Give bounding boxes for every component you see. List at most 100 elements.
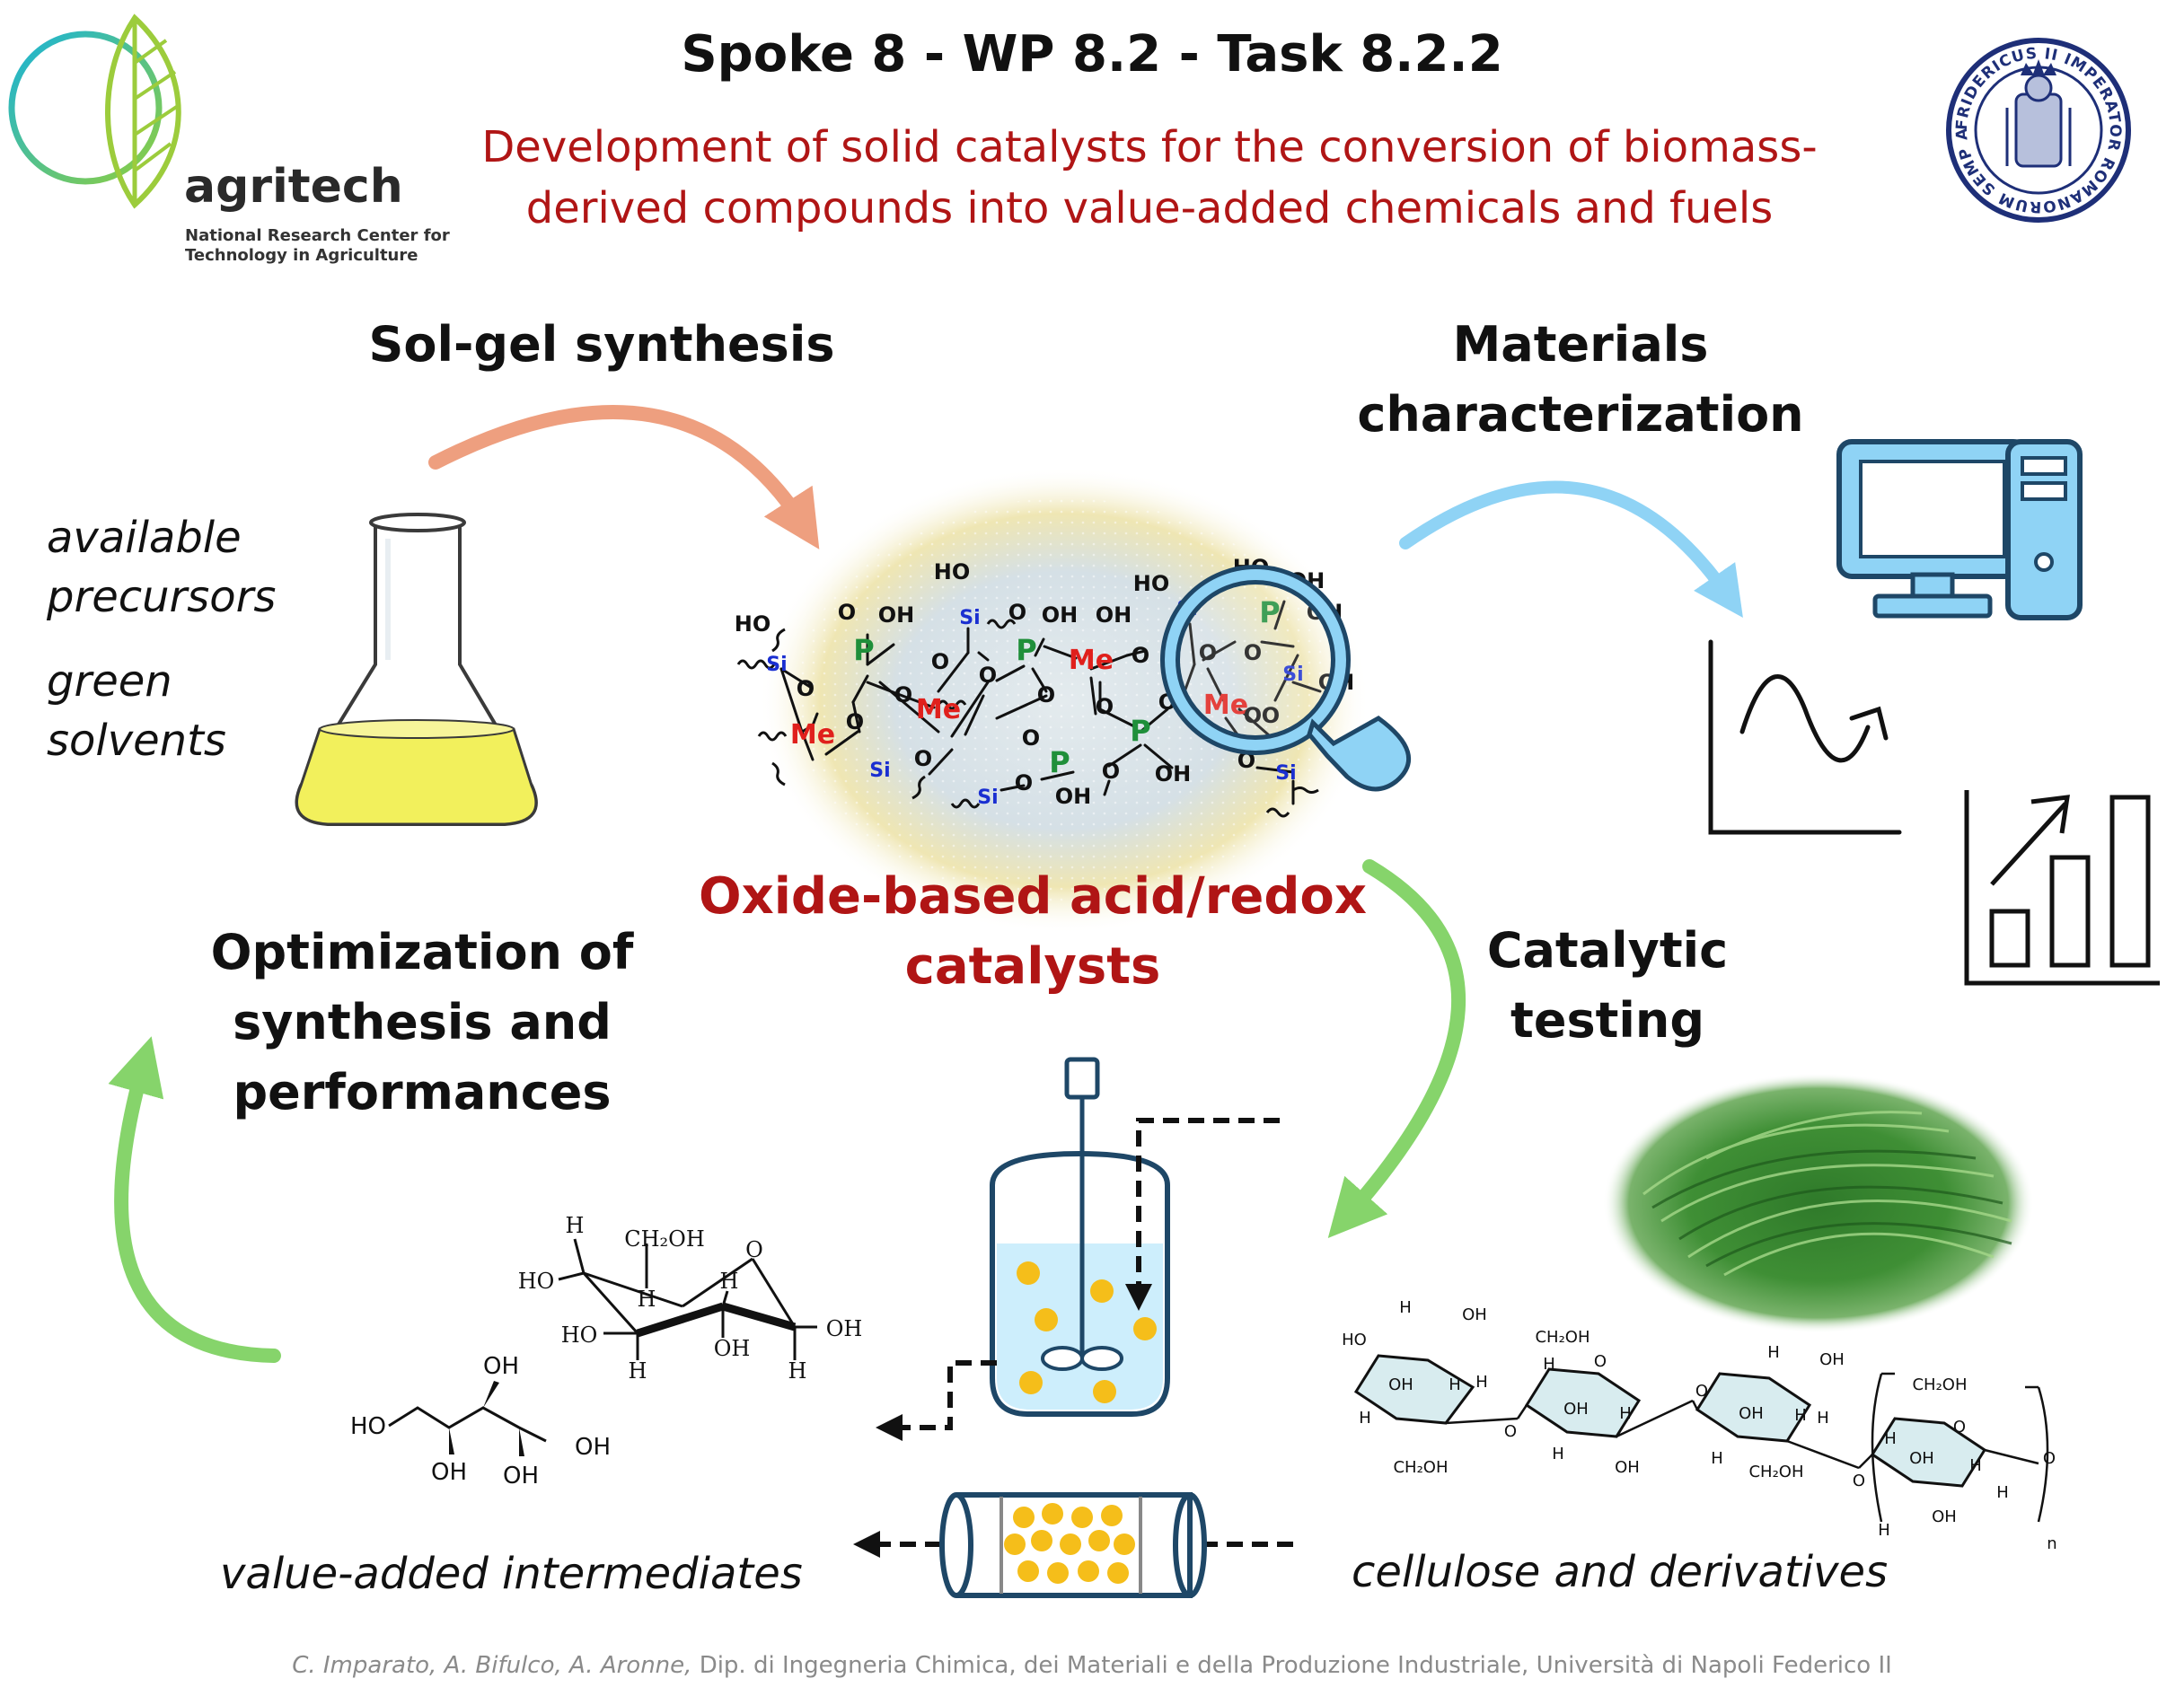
flow-reactor-icon <box>939 1492 1207 1598</box>
page-title: Spoke 8 - WP 8.2 - Task 8.2.2 <box>681 25 1503 83</box>
computer-icon <box>1836 439 2083 620</box>
svg-text:Si: Si <box>977 786 998 809</box>
flask-icon <box>295 513 538 826</box>
svg-text:P: P <box>853 633 874 667</box>
inputs-line-2: precursors <box>47 572 277 622</box>
svg-text:HO: HO <box>518 1269 555 1294</box>
catalytic-line-1: Catalytic <box>1486 922 1729 979</box>
stage-optimization-label: Optimization of synthesis and performanc… <box>175 918 669 1128</box>
characterization-line-1: Materials <box>1452 316 1709 373</box>
precursors-note: available precursors green solvents <box>47 508 316 770</box>
logo-desc-line-1: National Research Center for <box>185 226 450 245</box>
catalyst-title-line-2: catalysts <box>904 937 1161 996</box>
svg-text:H: H <box>566 1213 585 1238</box>
svg-text:CH₂OH: CH₂OH <box>1393 1458 1448 1477</box>
stage-catalytic-label: Catalytic testing <box>1428 916 1787 1056</box>
svg-text:H: H <box>1552 1445 1564 1463</box>
magnifier-icon <box>1160 565 1412 792</box>
svg-text:OH: OH <box>431 1459 467 1486</box>
svg-text:n: n <box>2047 1534 2056 1553</box>
svg-text:CH₂OH: CH₂OH <box>1748 1463 1803 1481</box>
polyol-structure: HO OH OH OH OH <box>350 1353 611 1489</box>
svg-text:O: O <box>745 1237 763 1262</box>
arrow-solgel <box>428 405 820 549</box>
optimization-line-2: synthesis and <box>233 994 612 1050</box>
line-chart-icon <box>1708 639 1902 835</box>
oxide-network-atoms: HO Si O Me O OH P O O Si O Me HO Si O O … <box>735 555 1355 809</box>
svg-text:OH: OH <box>1462 1305 1487 1324</box>
footer-affiliation: Dip. di Ingegneria Chimica, dei Material… <box>699 1652 1892 1679</box>
svg-text:H: H <box>1711 1449 1723 1468</box>
optimization-line-1: Optimization of <box>210 924 634 980</box>
svg-text:O: O <box>1262 703 1280 728</box>
svg-text:H: H <box>788 1358 807 1384</box>
svg-text:H: H <box>1884 1429 1897 1448</box>
svg-text:O: O <box>1037 682 1055 707</box>
arrow-characterization <box>1399 480 1743 619</box>
svg-text:Si: Si <box>1275 762 1296 785</box>
subtitle-line-2: derived compounds into value-added chemi… <box>525 183 1774 233</box>
inputs-line-3: green <box>47 656 172 707</box>
svg-text:O: O <box>1132 643 1149 668</box>
svg-text:HO: HO <box>1342 1331 1367 1349</box>
svg-text:OH: OH <box>1055 784 1092 809</box>
svg-text:HO: HO <box>561 1323 598 1348</box>
characterization-line-2: characterization <box>1357 386 1804 443</box>
svg-text:OH: OH <box>483 1353 519 1380</box>
svg-text:HO: HO <box>735 611 771 637</box>
glucose-structure: H CH₂OH O HO H H HO OH OH H H <box>518 1213 863 1384</box>
svg-text:O: O <box>914 746 932 771</box>
arrow-catalytic <box>1327 859 1466 1238</box>
svg-text:OH: OH <box>1739 1404 1764 1423</box>
svg-text:Me: Me <box>1203 690 1248 721</box>
svg-text:Me: Me <box>790 719 835 751</box>
svg-text:Me: Me <box>1069 645 1114 676</box>
cellulose-structure: HO H OH OH H H CH₂OH H O CH₂OH H O OH H … <box>1342 1298 2057 1553</box>
svg-text:O: O <box>894 682 912 707</box>
svg-text:Si: Si <box>766 654 787 676</box>
svg-text:OH: OH <box>503 1463 539 1489</box>
svg-text:O: O <box>1244 703 1262 728</box>
svg-text:P: P <box>1016 633 1036 667</box>
svg-text:HO: HO <box>934 559 971 584</box>
batch-reactor-icon <box>990 1057 1170 1417</box>
optimization-line-3: performances <box>233 1064 612 1120</box>
catalyst-title: Oxide-based acid/redox catalysts <box>665 862 1401 1002</box>
svg-text:OH: OH <box>1563 1400 1589 1419</box>
svg-text:OH: OH <box>1909 1449 1934 1468</box>
svg-text:O: O <box>1015 770 1033 795</box>
svg-text:O: O <box>1022 725 1040 751</box>
inputs-line-4: solvents <box>47 716 226 766</box>
svg-text:O: O <box>846 709 864 734</box>
svg-text:H: H <box>638 1287 656 1312</box>
svg-text:O: O <box>1853 1472 1865 1490</box>
svg-text:Me: Me <box>916 694 961 725</box>
svg-text:Si: Si <box>959 607 980 629</box>
svg-text:H: H <box>1359 1409 1371 1428</box>
svg-text:H: H <box>1969 1456 1982 1475</box>
svg-text:HO: HO <box>1133 571 1170 596</box>
svg-text:OH: OH <box>826 1316 863 1341</box>
catalyst-title-line-1: Oxide-based acid/redox <box>699 867 1367 926</box>
svg-text:CH₂OH: CH₂OH <box>1535 1328 1590 1347</box>
grass-image <box>1603 1073 2034 1333</box>
svg-text:H: H <box>1543 1355 1555 1374</box>
svg-text:H: H <box>1996 1483 2009 1502</box>
svg-text:H: H <box>1794 1406 1807 1425</box>
svg-text:H: H <box>1619 1404 1632 1423</box>
logo-desc-line-2: Technology in Agriculture <box>185 246 418 265</box>
agritech-logo-description: National Research Center for Technology … <box>185 226 454 266</box>
svg-text:CH₂OH: CH₂OH <box>1912 1375 1967 1394</box>
svg-text:H: H <box>1475 1373 1488 1392</box>
svg-text:HO: HO <box>350 1413 386 1440</box>
agritech-logo-mark <box>8 13 181 209</box>
svg-text:H: H <box>1878 1521 1890 1540</box>
catalytic-line-2: testing <box>1510 992 1704 1049</box>
svg-text:CH₂OH: CH₂OH <box>624 1226 705 1252</box>
svg-text:P: P <box>1259 595 1280 629</box>
stage-characterization-label: Materials characterization <box>1329 310 1832 450</box>
svg-text:O: O <box>931 649 949 674</box>
svg-text:O: O <box>1594 1352 1607 1371</box>
svg-text:Si: Si <box>869 760 890 782</box>
